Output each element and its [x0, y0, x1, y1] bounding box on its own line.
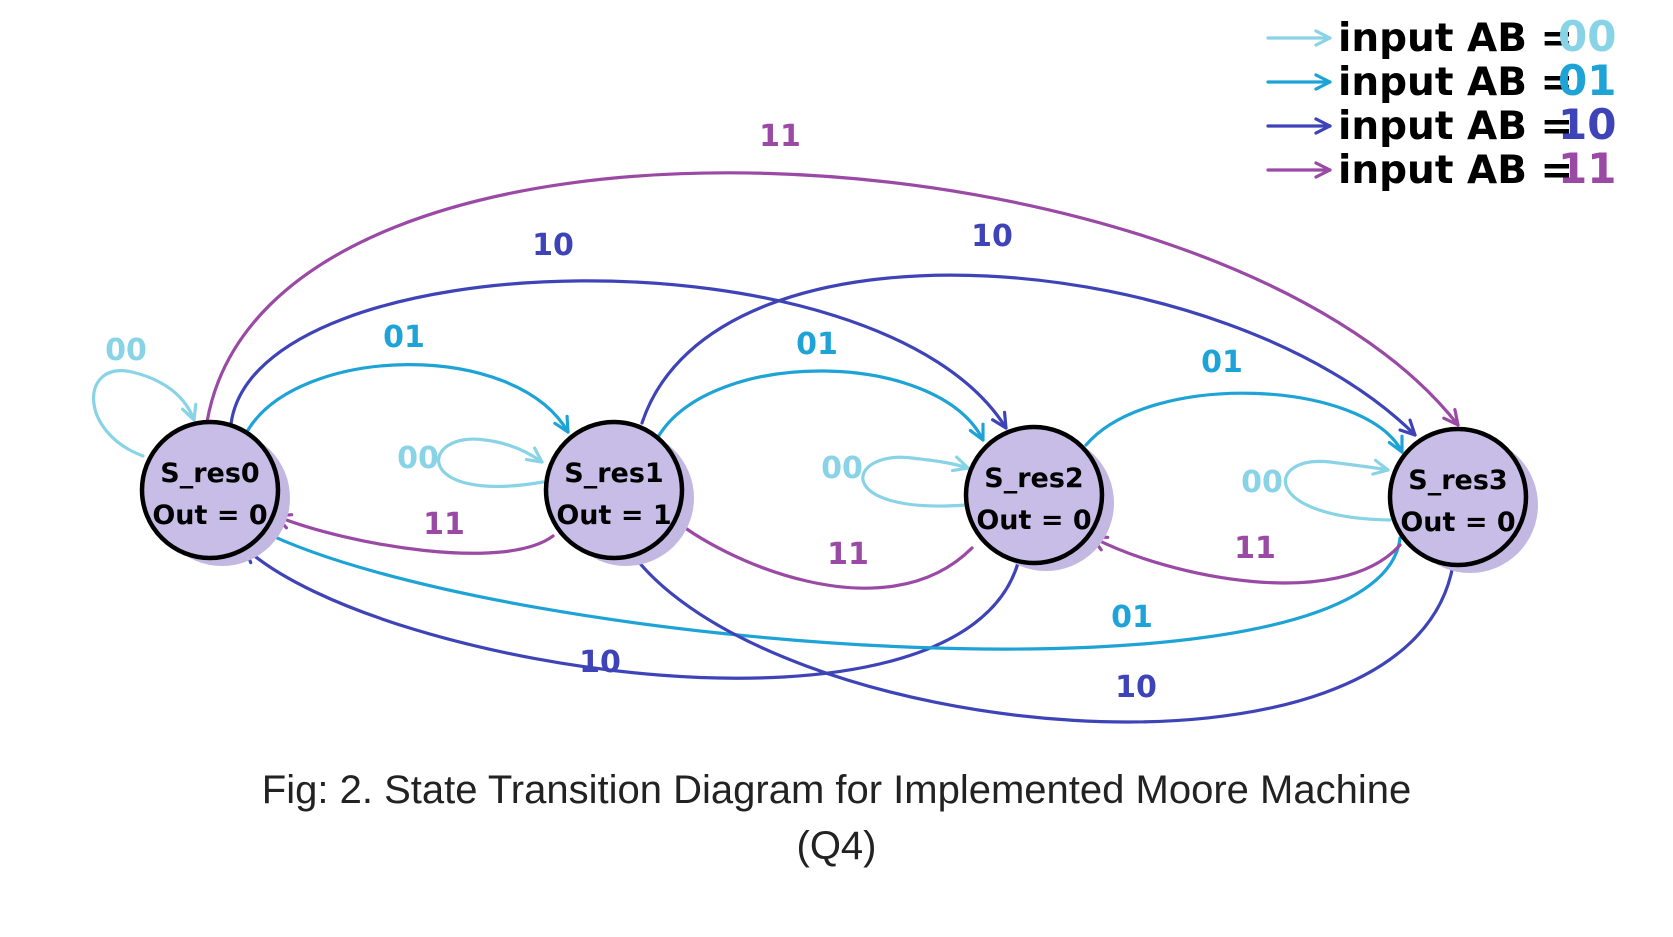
legend-value: 00 [1558, 12, 1616, 61]
transition-label-s1-s3: 10 [971, 219, 1013, 254]
transition-s1-s2 [656, 369, 985, 442]
transition-label-s2-s1: 11 [827, 537, 869, 572]
legend-item-10: input AB = 10 [1266, 100, 1616, 149]
legend-item-01: input AB = 01 [1266, 56, 1616, 105]
transition-label-s2-s0: 10 [579, 645, 621, 680]
state-name: S_res1 [564, 458, 663, 489]
state-output: Out = 1 [556, 500, 671, 531]
state-circle [543, 419, 685, 561]
transition-s3-s0 [258, 528, 1402, 651]
transition-s1-s3 [640, 273, 1417, 437]
transition-label-s1-s2: 01 [796, 327, 838, 362]
transition-label-s3-s1: 10 [1115, 670, 1157, 705]
legend-value: 01 [1558, 56, 1616, 105]
legend-value: 10 [1558, 100, 1616, 149]
transition-s3-s1 [626, 546, 1455, 724]
transition-label-s3-s3: 00 [1241, 465, 1283, 500]
transition-label-s2-s2: 00 [821, 451, 863, 486]
legend-item-11: input AB = 11 [1266, 144, 1616, 193]
state-name: S_res3 [1408, 465, 1507, 496]
transition-label-s3-s2: 11 [1234, 531, 1276, 566]
transition-s0-s3 [205, 171, 1460, 427]
transition-s0-s0 [92, 369, 198, 458]
transition-edges: 00 01 10 11 00 01 10 11 00 01 10 11 00 01 10 11 [92, 119, 1460, 724]
figure-caption: Fig: 2. State Transition Diagram for Imp… [0, 762, 1673, 874]
state-name: S_res2 [984, 463, 1083, 494]
transition-s3-s3 [1283, 458, 1392, 522]
transition-s2-s0 [243, 546, 1020, 680]
transition-label-s0-s0: 00 [105, 333, 147, 368]
transition-s2-s1 [668, 514, 974, 590]
state-name: S_res0 [160, 458, 259, 489]
caption-line-1: Fig: 2. State Transition Diagram for Imp… [261, 768, 1412, 812]
transition-s1-s1 [437, 437, 545, 488]
state-output: Out = 0 [152, 500, 267, 531]
legend-value: 11 [1558, 144, 1616, 193]
transition-label-s3-s0: 01 [1111, 600, 1153, 635]
transition-label-s1-s0: 11 [423, 507, 465, 542]
transition-s3-s2 [1090, 535, 1402, 585]
legend-item-00: input AB = 00 [1266, 12, 1616, 61]
state-output: Out = 0 [976, 505, 1091, 536]
transition-label-s0-s2: 10 [532, 228, 574, 263]
state-circle [1387, 426, 1529, 568]
state-output: Out = 0 [1400, 507, 1515, 538]
transition-s2-s2 [861, 455, 970, 508]
legend-label: input AB = [1338, 60, 1573, 105]
transition-s0-s1 [246, 363, 570, 434]
transition-s0-s2 [229, 279, 1008, 430]
transition-s1-s0 [274, 513, 555, 555]
state-circle [963, 424, 1105, 566]
transition-label-s0-s1: 01 [383, 320, 425, 355]
state-circle [139, 419, 281, 561]
legend-label: input AB = [1338, 148, 1573, 193]
transition-label-s0-s3: 11 [759, 119, 801, 154]
transition-s2-s3 [1084, 391, 1404, 454]
legend-label: input AB = [1338, 104, 1573, 149]
legend-label: input AB = [1338, 16, 1573, 61]
caption-line-2: (Q4) [796, 824, 877, 868]
transition-label-s2-s3: 01 [1201, 345, 1243, 380]
transition-label-s1-s1: 00 [397, 441, 439, 476]
